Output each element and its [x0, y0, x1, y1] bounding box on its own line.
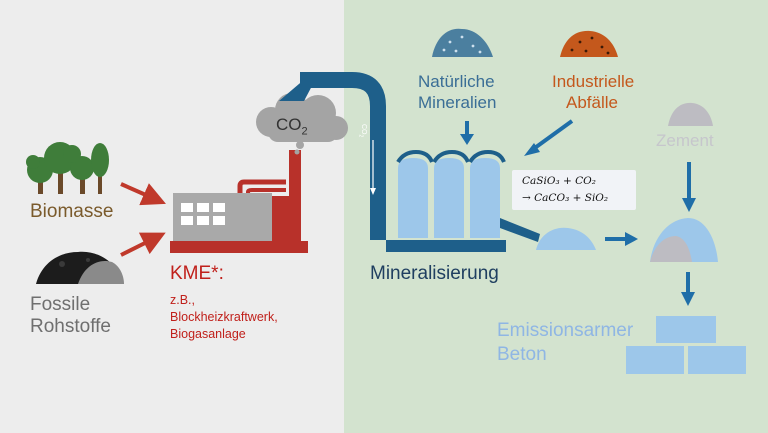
cement-label: Zement	[656, 131, 714, 150]
fossil-label-line-2: Rohstoffe	[30, 316, 111, 337]
natural-minerals-label-line-1: Natürliche	[418, 72, 495, 91]
biomass-trees-icon	[26, 142, 109, 194]
co2-pipeline	[279, 72, 386, 240]
concrete-label-line-1: Emissionsarmer	[497, 320, 634, 341]
co2-cloud-icon	[256, 93, 348, 155]
waste-arrow	[524, 119, 574, 156]
concrete-arrow	[681, 272, 695, 306]
minerals-arrow	[460, 121, 474, 145]
concrete-blocks-icon	[626, 316, 746, 374]
natural-minerals-pile-icon	[432, 28, 493, 57]
cement-arrow	[682, 162, 696, 212]
kme-example-line-3: Biogasanlage	[170, 327, 246, 341]
fossil-arrow	[120, 232, 166, 257]
industrial-waste-label-line-1: Industrielle	[552, 72, 635, 91]
biomass-arrow	[120, 182, 166, 206]
industrial-waste-label-line-2: Abfälle	[566, 93, 618, 112]
industrial-waste-pile-icon	[560, 30, 618, 57]
kme-example-line-2: Blockheizkraftwerk,	[170, 310, 278, 324]
co2-cloud-label: CO2	[276, 115, 308, 138]
product-arrow	[605, 232, 638, 246]
mixing-pile-icon	[650, 218, 718, 262]
natural-minerals-label-line-2: Mineralien	[418, 93, 497, 112]
mineralization-reactor-icon	[386, 149, 540, 252]
mineralization-label: Mineralisierung	[370, 263, 499, 284]
kme-example-line-1: z.B.,	[170, 293, 196, 307]
cement-pile-icon	[668, 102, 713, 126]
kme-title: KME*:	[170, 263, 224, 284]
pipe-co2-label: CO2	[357, 124, 367, 138]
concrete-label-line-2: Beton	[497, 344, 547, 365]
factory-icon	[170, 150, 308, 253]
reaction-equation-box: CaSiO₃ + CO₂ → CaCO₃ + SiO₂	[512, 170, 636, 210]
equation-line-2: → CaCO₃ + SiO₂	[522, 192, 609, 204]
equation-line-1: CaSiO₃ + CO₂	[522, 175, 596, 187]
fossil-label-line-1: Fossile	[30, 294, 91, 315]
fossil-pile-icon	[36, 251, 124, 284]
product-pile-icon	[536, 227, 596, 250]
biomass-label: Biomasse	[30, 201, 114, 222]
